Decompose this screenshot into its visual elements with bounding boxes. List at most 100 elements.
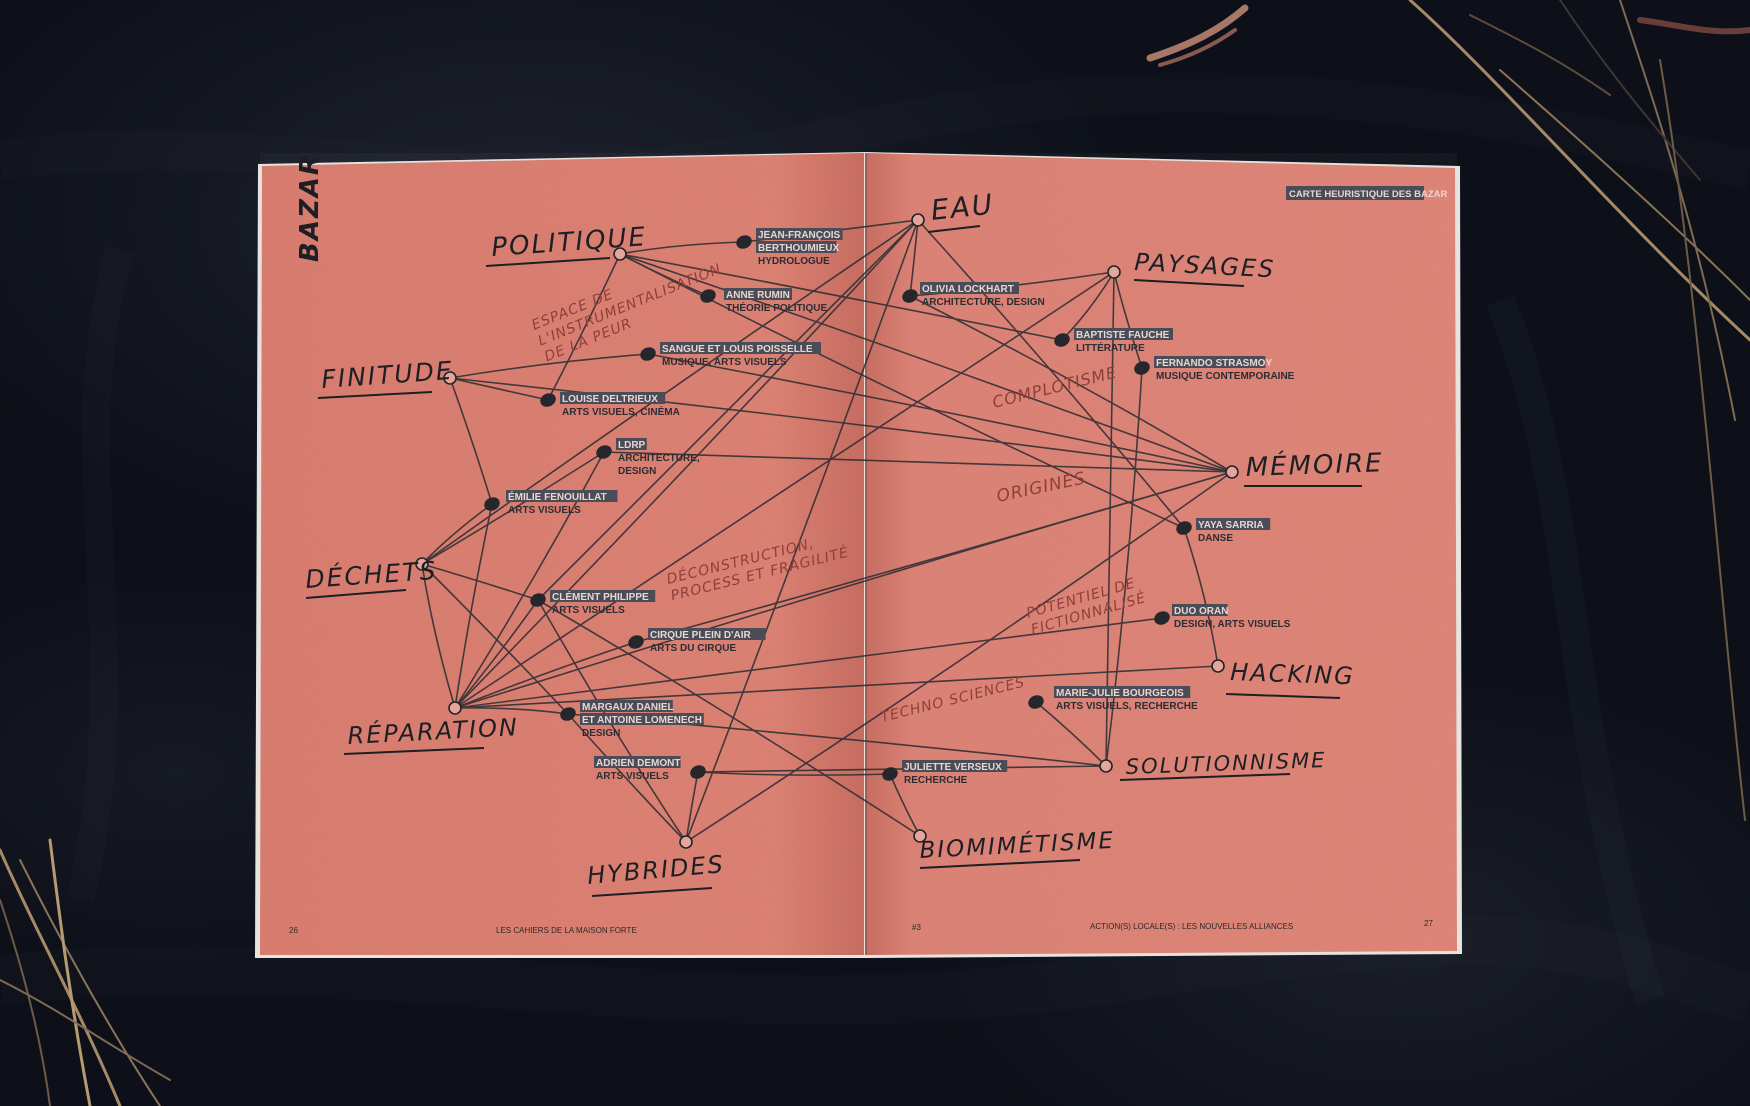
- person-name: ANNE RUMIN: [726, 290, 790, 301]
- person-label-ys: YAYA SARRIA DANSE: [1196, 518, 1271, 544]
- connection-line: [454, 271, 1115, 709]
- connection-line: [454, 617, 1163, 709]
- connection-line: [421, 563, 539, 601]
- person-role: MUSIQUE, ARTS VISUELS: [662, 357, 787, 368]
- person-dot-cp: [530, 593, 546, 607]
- connection-line: [1113, 271, 1143, 369]
- person-dot-sp: [640, 347, 656, 361]
- theme-node-finitude: [443, 371, 457, 385]
- connection-line: [537, 219, 919, 601]
- person-name-highlight: [1074, 328, 1173, 340]
- connection-line: [454, 451, 605, 709]
- theme-eau: EAU: [929, 188, 995, 227]
- person-dot-ys: [1176, 521, 1192, 535]
- person-name: LDRP: [618, 440, 646, 451]
- connection-line: [909, 295, 1233, 473]
- person-name: JULIETTE VERSEUX: [904, 762, 1002, 773]
- connection-line: [917, 219, 1185, 529]
- connection-line: [619, 253, 1063, 341]
- connection-line: [454, 599, 539, 709]
- person-name: MARIE-JULIE BOURGEOIS: [1056, 688, 1184, 699]
- person-dot-ar: [700, 289, 716, 303]
- footer-title-right: ACTION(S) LOCALE(S) : LES NOUVELLES ALLI…: [1090, 922, 1293, 931]
- person-name-highlight: [920, 282, 1019, 294]
- connection-line: [619, 241, 745, 255]
- header-right-tag: CARTE HEURISTIQUE DES BAZAR: [1286, 186, 1447, 200]
- person-role: ARTS VISUELS, RECHERCHE: [1056, 701, 1198, 712]
- theme-nodes: [415, 213, 1239, 849]
- person-role: DANSE: [1198, 533, 1233, 544]
- person-name: ADRIEN DEMONT: [596, 758, 680, 769]
- person-name: YAYA SARRIA: [1198, 520, 1264, 531]
- connection-line: [685, 219, 919, 843]
- person-role: MUSIQUE CONTEMPORAINE: [1156, 371, 1295, 382]
- theme-node-politique: [613, 247, 627, 261]
- connection-line: [449, 377, 549, 401]
- person-role: DESIGN: [582, 728, 620, 739]
- connection-line: [603, 451, 1233, 473]
- theme-node-memoire: [1225, 465, 1239, 479]
- person-dot-ld: [540, 393, 556, 407]
- connection-line: [697, 765, 1107, 773]
- connection-line: [454, 665, 1219, 709]
- person-name-highlight: [580, 700, 673, 712]
- theme-node-hacking: [1211, 659, 1225, 673]
- person-role: DESIGN: [618, 466, 656, 477]
- footer-page-right: 27: [1424, 919, 1433, 928]
- connection-line: [449, 353, 649, 379]
- person-name: MARGAUX DANIEL: [582, 702, 674, 713]
- person-name-highlight: [902, 760, 1008, 772]
- footer-page-left: 26: [289, 926, 298, 935]
- person-label-fs: FERNANDO STRASMOY MUSIQUE CONTEMPORAINE: [1154, 356, 1295, 382]
- connection-line: [454, 641, 637, 709]
- person-name-highlight: [756, 228, 843, 240]
- person-name: BAPTISTE FAUCHE: [1076, 330, 1170, 341]
- person-dot-ad: [690, 765, 706, 779]
- dried-grass-bottom-left: [0, 838, 171, 1106]
- connection-line: [454, 219, 919, 709]
- person-role: ARTS VISUELS: [552, 605, 625, 616]
- theme-node-paysages: [1107, 265, 1121, 279]
- fabric-folds: [0, 72, 1750, 1025]
- person-name-highlight: [648, 628, 766, 640]
- right-page: [866, 153, 1457, 955]
- person-name-highlight: [660, 342, 821, 354]
- page-footer: 26 LES CAHIERS DE LA MAISON FORTE #3 ACT…: [289, 919, 1433, 935]
- person-role: ARTS DU CIRQUE: [650, 643, 736, 654]
- person-name: ÉMILIE FENOUILLAT: [508, 490, 607, 503]
- connection-line: [1183, 527, 1219, 667]
- person-name-highlight: [616, 438, 647, 450]
- person-dot-jv: [882, 767, 898, 781]
- theme-node-eau: [911, 213, 925, 227]
- connection-line: [1035, 701, 1107, 767]
- person-role: RECHERCHE: [904, 775, 968, 786]
- theme-node-biomimetisme: [913, 829, 927, 843]
- person-role: DESIGN, ARTS VISUELS: [1174, 619, 1291, 630]
- person-name-highlight: [594, 756, 681, 768]
- connection-line: [635, 471, 1233, 643]
- person-name: JEAN-FRANÇOIS: [758, 230, 841, 241]
- person-name-highlight: [756, 241, 837, 253]
- person-name: ET ANTOINE LOMENECH: [582, 715, 702, 726]
- connection-line: [547, 253, 621, 401]
- person-name: DUO ORAN: [1174, 606, 1228, 617]
- connection-line: [567, 713, 687, 843]
- person-dot-cpa: [628, 635, 644, 649]
- person-name: BERTHOUMIEUX: [758, 243, 839, 254]
- theme-node-hybrides: [679, 835, 693, 849]
- theme-node-reparation: [448, 701, 462, 715]
- person-dot-jf: [736, 235, 752, 249]
- person-role: THÉORIE POLITIQUE: [726, 301, 827, 314]
- connection-line: [454, 707, 569, 715]
- person-dot-ef: [484, 497, 500, 511]
- header-right-label: CARTE HEURISTIQUE DES BAZAR: [1289, 189, 1447, 200]
- person-name: LOUISE DELTRIEUX: [562, 394, 658, 405]
- person-dot-bf: [1054, 333, 1070, 347]
- person-name: FERNANDO STRASMOY: [1156, 358, 1272, 369]
- dried-grass-top-right: [1146, 0, 1750, 821]
